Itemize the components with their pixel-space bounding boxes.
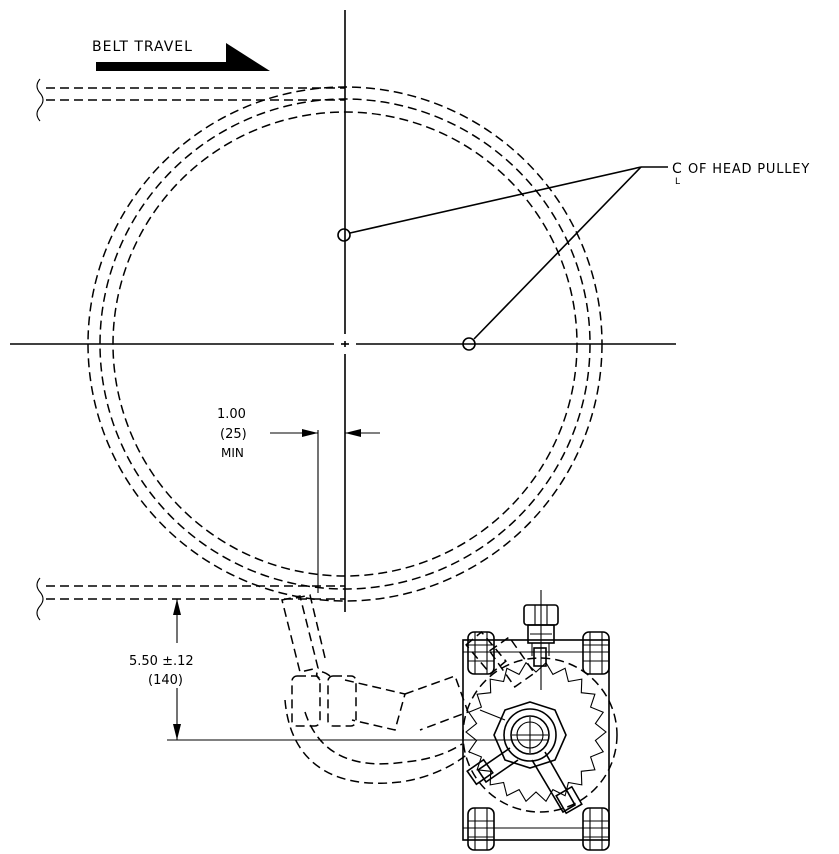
head-pulley-label: OF HEAD PULLEY <box>688 162 810 177</box>
centerline-subscript: L <box>675 177 680 187</box>
centerline-leader <box>337 166 668 351</box>
mount-bolt-bottom-right <box>582 807 610 851</box>
belt-direction-arrow <box>96 43 270 71</box>
mount-bolt-top-left <box>467 631 495 675</box>
clearance-dim-value: 1.00 <box>217 407 246 422</box>
swing-arm-ghost <box>281 594 536 784</box>
centerlines <box>10 10 676 612</box>
clearance-dimension <box>270 429 380 593</box>
clearance-dim-metric: (25) <box>220 427 247 442</box>
tensioner-sprocket <box>465 661 607 803</box>
tensioner-assembly <box>462 590 610 851</box>
vertical-offset-dimension <box>167 599 548 741</box>
tension-arm <box>466 709 583 815</box>
adjusting-screw <box>523 590 559 690</box>
lower-belt <box>36 577 345 621</box>
clearance-dim-note: MIN <box>221 446 244 460</box>
mount-bolt-top-right <box>582 631 610 675</box>
sprocket-hub <box>493 701 567 769</box>
belt-travel-label: BELT TRAVEL <box>92 39 193 55</box>
centerline-symbol: C <box>672 161 682 177</box>
offset-dim-metric: (140) <box>148 673 183 688</box>
upper-belt <box>36 78 345 122</box>
offset-dim-value: 5.50 ±.12 <box>129 654 194 669</box>
mount-bolt-bottom-left <box>467 807 495 851</box>
